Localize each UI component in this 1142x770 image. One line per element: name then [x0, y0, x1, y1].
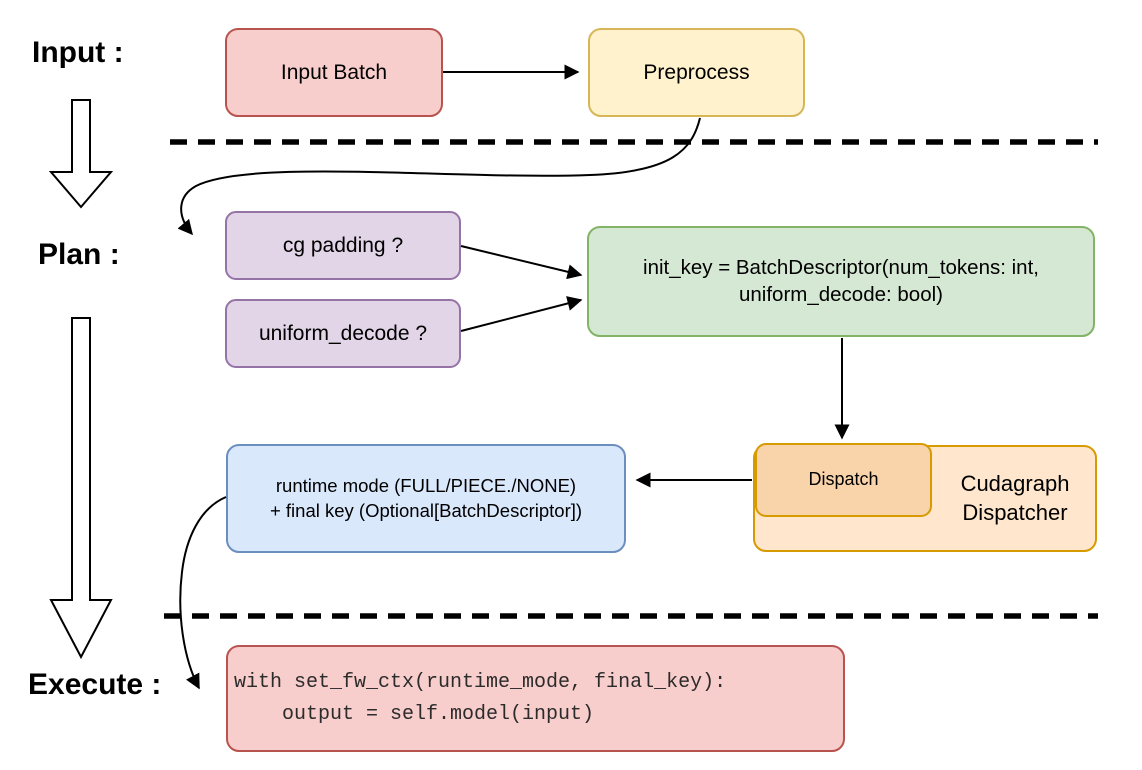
connector-runtime-mode-to-execute-code — [179, 496, 227, 690]
cg-padding-node: cg padding ? — [225, 211, 461, 280]
section-label-execute: Execute : — [28, 668, 162, 701]
cudagraph-line1: Cudagraph — [960, 470, 1070, 496]
connector-cg-padding-to-init-key — [460, 245, 583, 280]
input-batch-label: Input Batch — [280, 60, 388, 84]
init-key-line1: init_key = BatchDescriptor(num_tokens: i… — [643, 255, 1039, 279]
dispatch-node: Dispatch — [755, 443, 932, 517]
init-key-node: init_key = BatchDescriptor(num_tokens: i… — [587, 226, 1095, 337]
flow-arrow-plan-to-execute-icon — [49, 317, 113, 660]
cudagraph-line2: Dispatcher — [962, 499, 1068, 525]
section-label-input: Input : — [32, 36, 124, 69]
flow-arrow-input-to-plan-icon — [48, 99, 114, 209]
execute-code-node: with set_fw_ctx(runtime_mode, final_key)… — [226, 645, 845, 752]
uniform-decode-label: uniform_decode ? — [258, 321, 428, 345]
uniform-decode-node: uniform_decode ? — [225, 299, 461, 368]
input-batch-node: Input Batch — [225, 28, 443, 117]
runtime-mode-line2: + final key (Optional[BatchDescriptor]) — [269, 499, 583, 521]
init-key-line2: uniform_decode: bool) — [739, 282, 943, 306]
preprocess-node: Preprocess — [588, 28, 805, 117]
execute-code-line2: output = self.model(input) — [234, 702, 595, 726]
cg-padding-label: cg padding ? — [282, 233, 404, 257]
connector-uniform-decode-to-init-key — [460, 296, 583, 332]
runtime-mode-node: runtime mode (FULL/PIECE./NONE) + final … — [226, 444, 626, 553]
section-label-plan: Plan : — [38, 238, 120, 271]
preprocess-label: Preprocess — [643, 60, 750, 84]
runtime-mode-line1: runtime mode (FULL/PIECE./NONE) — [275, 475, 577, 497]
cudagraph-dispatcher-label: Cudagraph Dispatcher — [935, 445, 1095, 552]
execute-code-line1: with set_fw_ctx(runtime_mode, final_key)… — [234, 670, 727, 694]
dispatch-label: Dispatch — [808, 469, 879, 490]
